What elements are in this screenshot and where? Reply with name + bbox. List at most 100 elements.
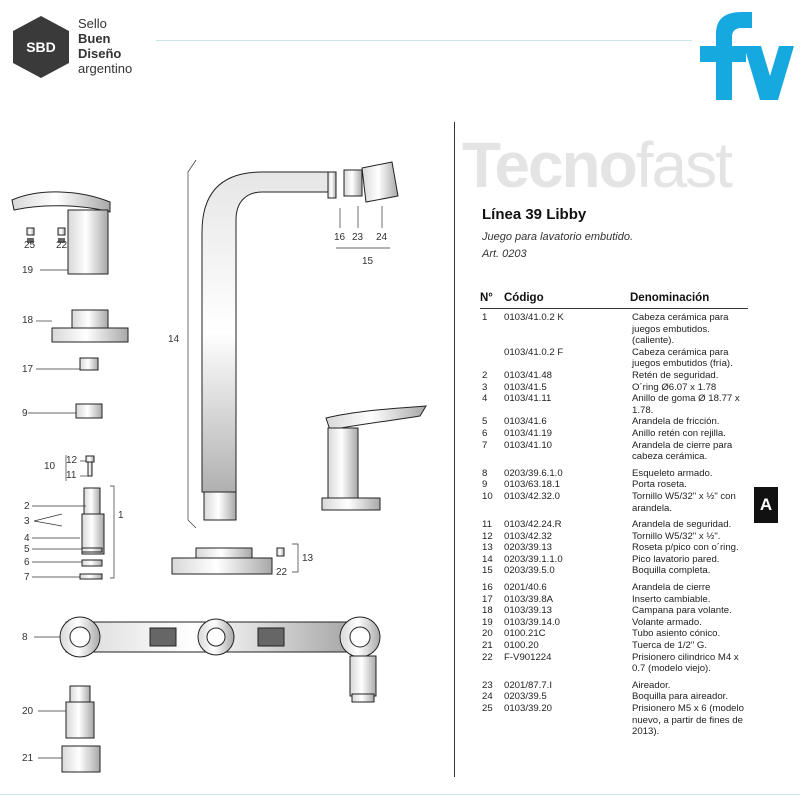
tubo-20 [69,685,91,703]
callout-1: 1 [118,510,124,521]
washer-7 [79,573,103,580]
part-name: Retén de seguridad. [632,369,719,381]
spout-thread [203,491,237,521]
part-name: Volante armado. [632,616,702,628]
part-code: 0203/39.6.1.0 [504,467,563,479]
part-code: 0103/39.20 [504,703,553,714]
part-name: Prisionero cilindrico M4 x 0.7 (modelo v… [632,651,739,675]
part-code: 0203/39.5 [504,691,547,703]
header-rule [156,40,692,41]
part-number: 16 [482,582,493,594]
sbd-line-1: Sello [78,16,107,31]
part-number: 23 [482,679,493,691]
part-code: 0103/39.14.0 [504,616,561,628]
part-code: 0103/41.48 [504,369,553,381]
part-code: 0100.20 [504,640,539,652]
table-header: N° Código Denominación [480,292,748,309]
part-code: 0103/42.24.R [504,519,562,531]
callout-7: 7 [24,572,30,583]
part-number: 6 [482,427,488,439]
callout-17: 17 [22,364,34,375]
sbd-hexagon-logo: SBD [13,16,69,78]
watermark-part-1: Tecno [462,129,638,201]
part-code: 0103/63.18.1 [504,479,561,491]
right-leg [349,655,377,697]
callout-13: 13 [302,553,314,564]
part-name: Arandela de cierre [632,582,711,594]
right-handle-base [321,497,381,511]
right-handle-lever [325,405,427,431]
callout-5: 5 [24,544,30,555]
campana-base [51,327,129,343]
part-code: 0103/41.11 [504,393,552,405]
part-name: Boquilla completa. [632,565,711,577]
part-name: Arandela de cierre para cabeza cerámica. [632,439,733,463]
part-number: 9 [482,479,488,491]
callout-8: 8 [22,632,28,643]
part-number: 24 [482,691,493,703]
callout-25: 25 [24,240,36,251]
part-number: 2 [482,369,488,381]
inserto [79,357,99,371]
tecnofast-watermark: Tecnofast [462,128,733,202]
nozzle-24 [361,161,399,203]
part-name: Arandela de seguridad. [632,519,732,531]
spout-pipe [201,171,331,493]
callout-14: 14 [168,334,180,345]
sbd-label: Sello Buen Diseño argentino [78,16,132,76]
part-number: 25 [482,703,493,714]
callout-2: 2 [24,501,30,512]
table-row: 5 0103/41.6 Arandela de fricción. [480,416,748,428]
callout-4: 4 [24,533,30,544]
part-name: O´ring Ø6.07 x 1.78 [632,381,717,393]
part-code: 0103/41.6 [504,416,547,428]
part-name: Tornillo W5/32" x ½" con arandela. [632,490,736,514]
callout-21: 21 [22,753,34,764]
part-name: Boquilla para aireador. [632,691,729,703]
fv-brand-logo [700,12,794,100]
tuerca-21 [61,745,101,773]
callout-22b: 22 [276,567,288,578]
part-number: 5 [482,416,488,428]
part-number: 4 [482,393,488,405]
product-title: Línea 39 Libby [482,206,587,223]
table-row: 19 0103/39.14.0 Volante armado. [480,617,748,629]
column-divider [454,122,455,777]
part-22b [276,547,285,557]
part-code: 0103/41.19 [504,427,553,439]
part-number: 7 [482,439,488,451]
left-handle-lever [11,191,111,213]
part-name: Esqueleto armado. [632,467,713,479]
aerator-23 [343,169,363,197]
part-name: Tornillo W5/32" x ½". [632,530,721,542]
leader-lines [28,159,390,759]
part-code: 0203/39.13 [504,542,553,554]
part-name: Arandela de fricción. [632,416,720,428]
callout-23: 23 [352,232,364,243]
campana-top [71,309,109,331]
part-code: 0103/42.32.0 [504,490,561,502]
part-number: 17 [482,593,493,605]
part-25 [26,227,35,236]
part-code: 0103/39.13 [504,605,553,617]
part-name: Cabeza cerámica para juegos embutidos (f… [632,346,733,370]
part-number: 19 [482,616,493,628]
part-name: Anillo de goma Ø 18.77 x 1.78. [632,393,740,416]
part-name: Prisionero M5 x 6 (modelo nuevo, a parti… [632,703,744,738]
col-number-header: N° [480,292,493,304]
sbd-line-4: argentino [78,61,133,76]
